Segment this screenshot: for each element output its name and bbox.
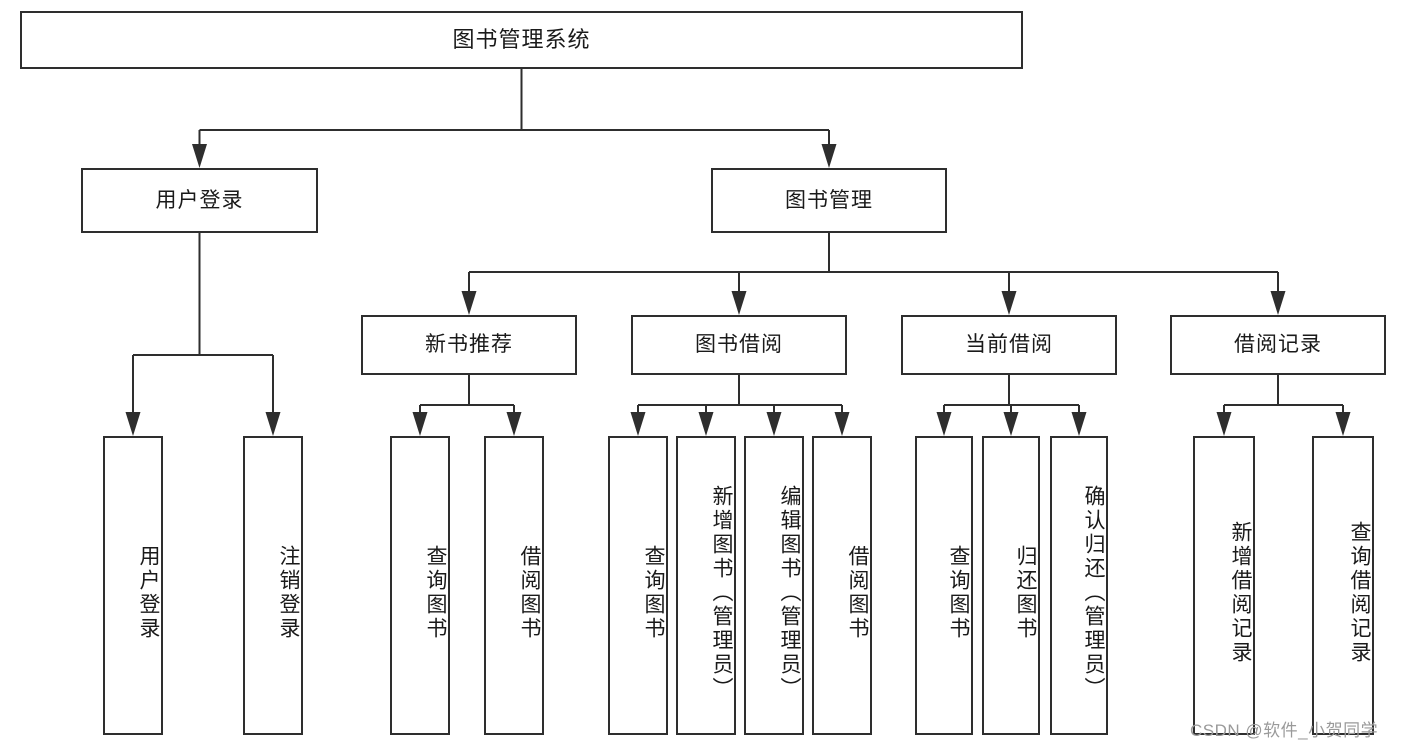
node-label: 查询图书: [947, 544, 970, 641]
node-borrow[interactable]: 图书借阅: [631, 315, 847, 375]
node-leaf-borrow-3[interactable]: 编辑图书（管理员）: [744, 436, 804, 735]
node-leaf-cur-1[interactable]: 查询图书: [915, 436, 973, 735]
node-label: 图书管理系统: [452, 26, 591, 52]
node-label: 当前借阅: [965, 333, 1053, 357]
node-leaf-login-1[interactable]: 用户登录: [103, 436, 163, 735]
node-leaf-rec-2[interactable]: 查询借阅记录: [1312, 436, 1374, 735]
node-label: 新增借阅记录: [1229, 520, 1252, 665]
node-leaf-rec-1[interactable]: 新增借阅记录: [1193, 436, 1255, 735]
node-label: 新书推荐: [425, 333, 513, 357]
node-label: 图书借阅: [695, 333, 783, 357]
node-label: 借阅图书: [518, 544, 541, 641]
node-label: 新增图书（管理员）: [710, 484, 733, 701]
node-leaf-new-1[interactable]: 查询图书: [390, 436, 450, 735]
node-label: 归还图书: [1014, 544, 1037, 641]
node-label: 编辑图书（管理员）: [778, 484, 801, 701]
node-record[interactable]: 借阅记录: [1170, 315, 1386, 375]
node-label: 查询借阅记录: [1348, 520, 1371, 665]
node-leaf-borrow-1[interactable]: 查询图书: [608, 436, 668, 735]
node-leaf-borrow-2[interactable]: 新增图书（管理员）: [676, 436, 736, 735]
node-label: 图书管理: [785, 188, 873, 212]
node-root[interactable]: 图书管理系统: [20, 11, 1023, 69]
node-newbook[interactable]: 新书推荐: [361, 315, 577, 375]
node-leaf-borrow-4[interactable]: 借阅图书: [812, 436, 872, 735]
node-label: 查询图书: [642, 544, 665, 641]
node-login[interactable]: 用户登录: [81, 168, 318, 233]
node-label: 用户登录: [155, 188, 244, 212]
node-label: 注销登录: [277, 544, 300, 641]
node-leaf-new-2[interactable]: 借阅图书: [484, 436, 544, 735]
node-bookmgmt[interactable]: 图书管理: [711, 168, 947, 233]
node-leaf-login-2[interactable]: 注销登录: [243, 436, 303, 735]
node-label: 用户登录: [137, 544, 160, 641]
node-label: 借阅图书: [846, 544, 869, 641]
node-label: 借阅记录: [1234, 333, 1322, 357]
node-current[interactable]: 当前借阅: [901, 315, 1117, 375]
node-label: 查询图书: [424, 544, 447, 641]
node-leaf-cur-2[interactable]: 归还图书: [982, 436, 1040, 735]
node-leaf-cur-3[interactable]: 确认归还（管理员）: [1050, 436, 1108, 735]
node-label: 确认归还（管理员）: [1082, 484, 1105, 701]
